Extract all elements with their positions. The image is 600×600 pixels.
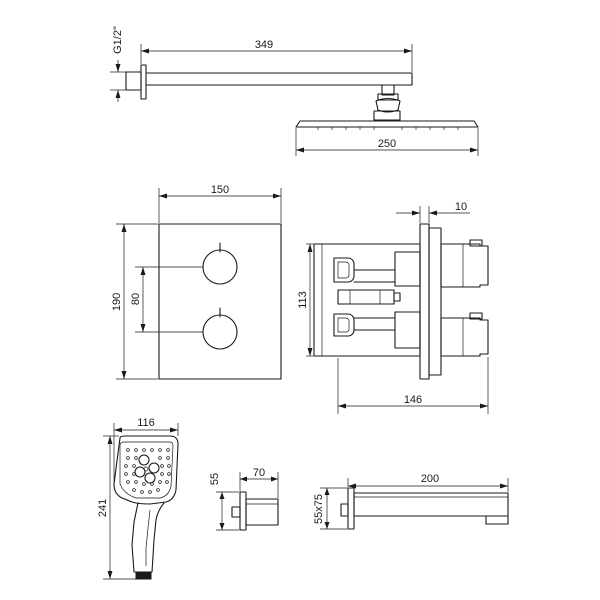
dim-hand-shower-width: 116: [137, 417, 155, 429]
knob-lower: [202, 314, 238, 350]
bath-spout-view: 200 55x75: [313, 473, 509, 530]
thermostat-panel-front: 150 190 80: [111, 184, 282, 380]
dim-shower-arm-length: 349: [255, 39, 273, 51]
dim-body-depth: 146: [404, 394, 422, 406]
thermostat-body-side: 10 113 146: [297, 201, 489, 414]
dim-thread-size: G1/2": [112, 26, 124, 54]
dim-panel-width: 150: [211, 184, 229, 196]
shower-arm-view: 349 G1/2" 250: [110, 26, 479, 156]
dim-cover-depth: 10: [455, 201, 467, 213]
hand-shower-nozzles: [124, 448, 171, 494]
dim-knob-spacing: 80: [130, 293, 142, 305]
dim-spout-section: 55x75: [313, 494, 325, 524]
dim-outlet-height: 55: [209, 473, 221, 485]
dim-hand-shower-length: 241: [97, 499, 109, 517]
dim-shower-head-width: 250: [378, 138, 396, 150]
dim-body-height: 113: [297, 291, 309, 309]
dim-outlet-depth: 70: [253, 467, 265, 479]
shower-head-nozzles: [317, 127, 459, 130]
hand-shower-view: 116 241: [97, 417, 179, 580]
dim-panel-height: 190: [111, 293, 123, 311]
dim-spout-length: 200: [421, 473, 439, 485]
wall-outlet-view: 70 55: [209, 467, 279, 531]
knob-upper: [202, 249, 238, 285]
